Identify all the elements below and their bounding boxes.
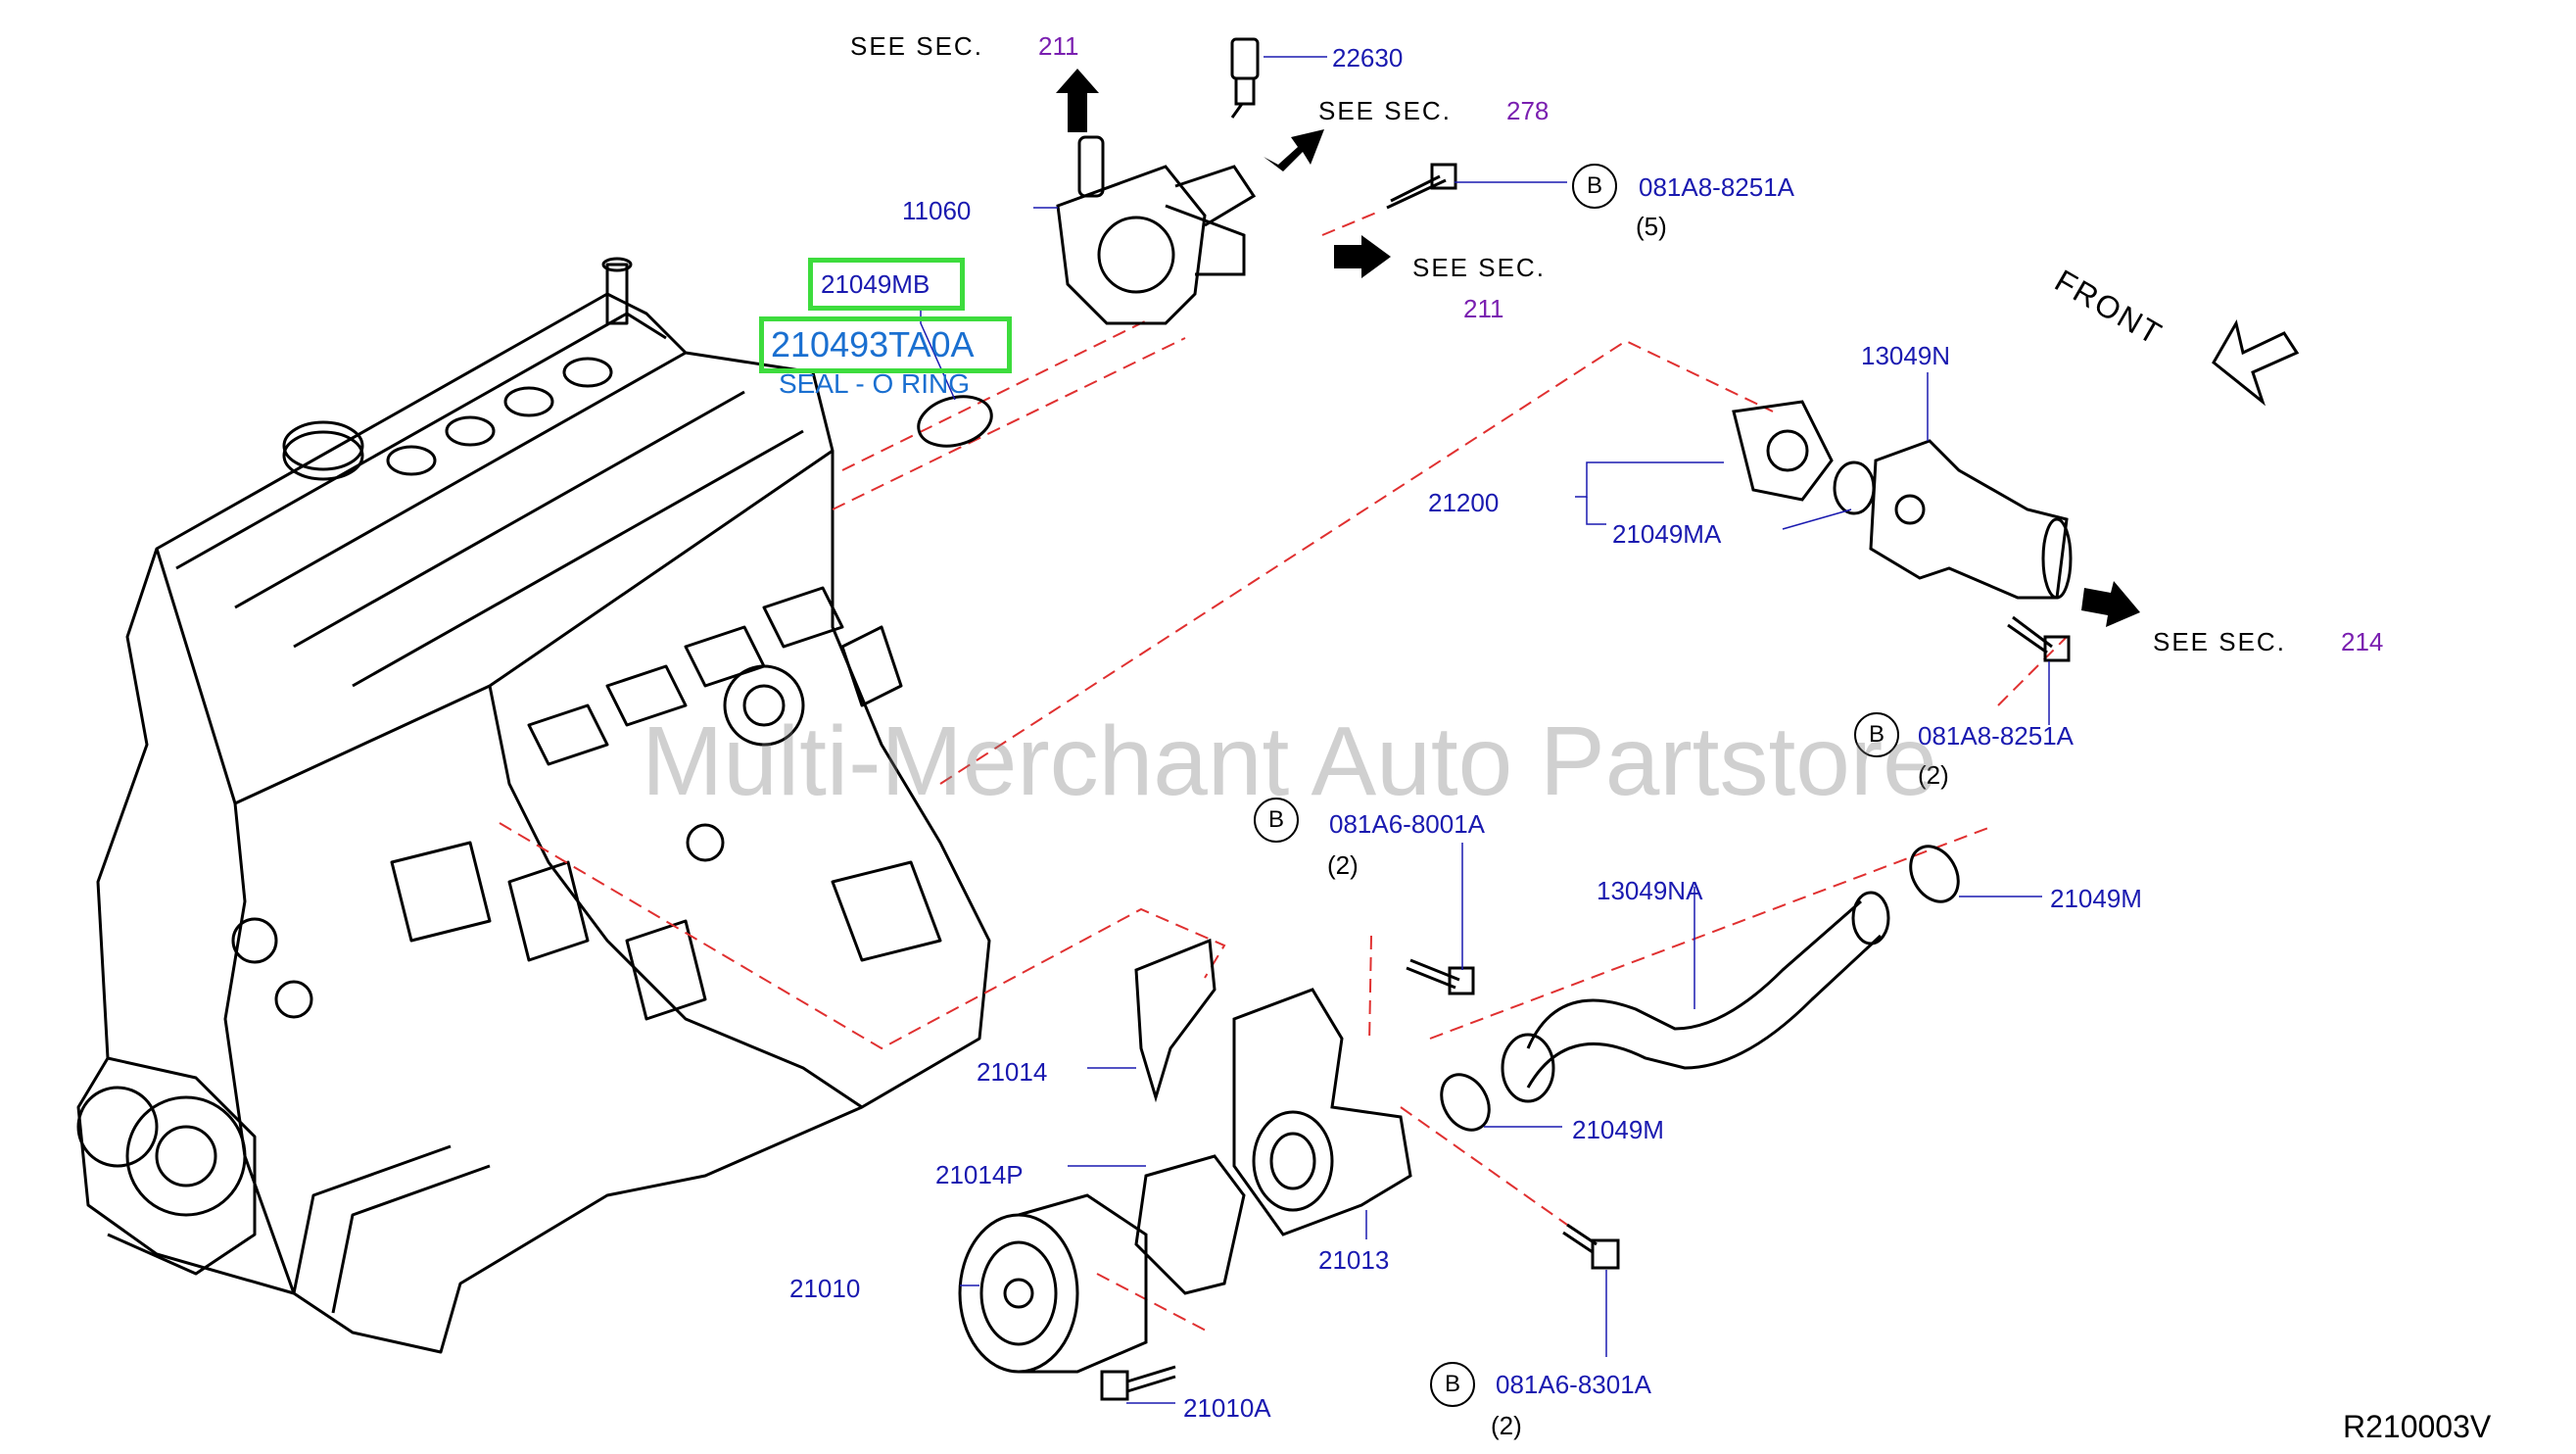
water-pipe-13049NA-drawing xyxy=(1501,891,1890,1103)
bolt-marker-b-8001A: B xyxy=(1254,798,1299,843)
bolt-marker-b-mid: B xyxy=(1854,712,1899,757)
part-21049M-lower[interactable]: 21049M xyxy=(1572,1115,1664,1144)
dashed-alignment-lines xyxy=(499,210,2068,1333)
see-sec-arrows xyxy=(1056,69,2140,627)
part-11060[interactable]: 11060 xyxy=(902,196,972,225)
o-ring-21049M-lower-drawing xyxy=(1440,1073,1491,1132)
part-21049M-right[interactable]: 21049M xyxy=(2050,884,2142,913)
sensor-22630-drawing xyxy=(1230,37,1260,119)
water-pump-21010-drawing xyxy=(958,1193,1148,1374)
part-081A6-8301A[interactable]: 081A6-8301A xyxy=(1496,1370,1652,1399)
gasket-21014-drawing xyxy=(1134,938,1216,1103)
part-22630[interactable]: 22630 xyxy=(1332,43,1404,73)
o-ring-21049MB-drawing xyxy=(917,395,993,448)
section-211-mid[interactable]: 211 xyxy=(1463,294,1504,323)
bolt-21010A-drawing xyxy=(1100,1365,1176,1401)
part-13049N[interactable]: 13049N xyxy=(1861,341,1951,370)
highlight-box-21049MB[interactable] xyxy=(808,258,965,311)
part-21010A[interactable]: 21010A xyxy=(1183,1393,1271,1423)
highlight-leader-lines xyxy=(920,306,956,401)
part-21010[interactable]: 21010 xyxy=(789,1274,861,1303)
highlight-part-210493TA0A[interactable]: 210493TA0A xyxy=(771,324,975,364)
engine-block-drawing xyxy=(76,257,991,1354)
see-sec-211-top-label: SEE SEC. xyxy=(850,31,983,61)
o-ring-21049M-right-drawing xyxy=(1909,845,1960,903)
water-inlet-21013-drawing xyxy=(1232,988,1412,1236)
gasket-21014P-drawing xyxy=(1134,1154,1246,1295)
quantity-081A6-8301A: (2) xyxy=(1491,1411,1522,1440)
part-21014[interactable]: 21014 xyxy=(977,1057,1048,1087)
diagram-reference-code: R210003V xyxy=(2343,1409,2492,1444)
highlight-part-21049MB[interactable]: 21049MB xyxy=(821,269,930,299)
part-081A6-8001A[interactable]: 081A6-8001A xyxy=(1329,809,1486,839)
see-sec-214-label: SEE SEC. xyxy=(2153,627,2286,656)
part-21200[interactable]: 21200 xyxy=(1428,488,1500,517)
bolt-marker-b-8301A: B xyxy=(1430,1362,1475,1407)
label-leader-lines xyxy=(960,56,2050,1404)
highlight-description: SEAL - O RING xyxy=(779,368,971,399)
water-outlet-11060-drawing xyxy=(1056,135,1257,325)
thermostat-21200-drawing xyxy=(1732,400,1876,515)
quantity-081A8-top: (5) xyxy=(1636,212,1667,241)
section-211-top[interactable]: 211 xyxy=(1038,31,1079,61)
bolt-081A8-top-drawing xyxy=(1386,163,1457,210)
section-214[interactable]: 214 xyxy=(2341,627,2384,656)
quantity-081A8-mid: (2) xyxy=(1918,760,1949,790)
quantity-081A6-8001A: (2) xyxy=(1327,850,1359,880)
bolt-081A8-mid-drawing xyxy=(2007,615,2071,662)
bolt-081A6-8301A-drawing xyxy=(1562,1223,1620,1270)
section-278[interactable]: 278 xyxy=(1506,96,1550,125)
bolt-081A6-8001A-drawing xyxy=(1406,958,1475,995)
thermostat-housing-13049N-drawing xyxy=(1869,439,2073,600)
watermark: Multi-Merchant Auto Partstore xyxy=(642,706,1937,816)
part-081A8-8251A-top[interactable]: 081A8-8251A xyxy=(1639,172,1795,202)
bolt-marker-b-top: B xyxy=(1572,164,1617,209)
part-21049MA[interactable]: 21049MA xyxy=(1612,519,1722,549)
see-sec-211-mid-label: SEE SEC. xyxy=(1412,253,1546,282)
see-sec-278-label: SEE SEC. xyxy=(1318,96,1452,125)
front-arrow-icon xyxy=(2212,318,2300,407)
part-21013[interactable]: 21013 xyxy=(1318,1245,1390,1275)
highlight-box-210493TA0A[interactable] xyxy=(759,316,1012,373)
part-21014P[interactable]: 21014P xyxy=(935,1160,1024,1189)
part-13049NA[interactable]: 13049NA xyxy=(1597,876,1703,905)
part-081A8-8251A-mid[interactable]: 081A8-8251A xyxy=(1918,721,2075,751)
